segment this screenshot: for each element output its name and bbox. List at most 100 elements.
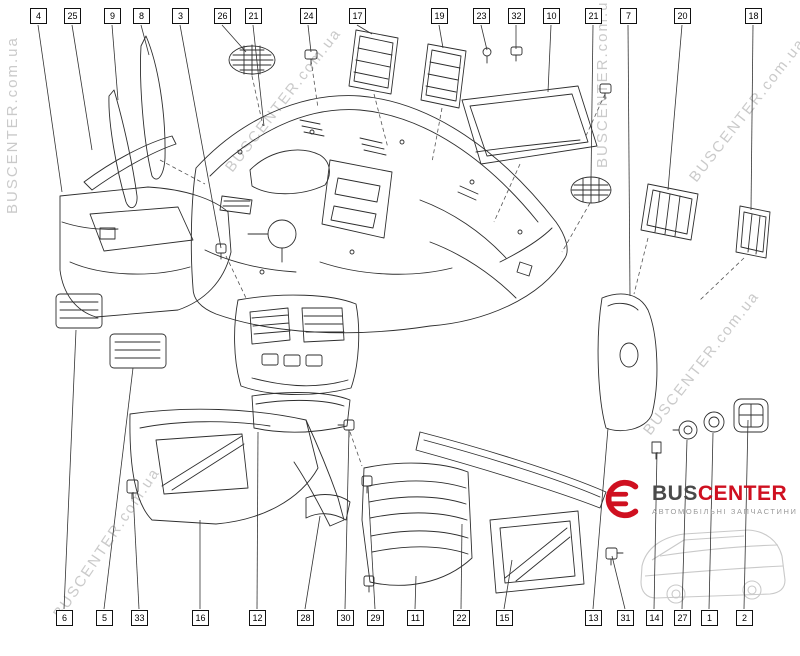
part-clip-14	[651, 441, 662, 460]
callout-28[interactable]: 28	[297, 610, 314, 626]
callout-24[interactable]: 24	[300, 8, 317, 24]
callout-26[interactable]: 26	[214, 8, 231, 24]
callout-4[interactable]: 4	[30, 8, 47, 24]
part-long-trim-22	[415, 431, 607, 509]
leader-line-2	[743, 419, 749, 610]
leader-line-12	[256, 431, 259, 610]
brand-name-prefix: BUS	[652, 481, 698, 505]
part-knob-1	[703, 411, 725, 433]
brand-name: BUSCENTER	[652, 481, 798, 505]
part-center-trim-12	[251, 392, 351, 433]
leader-line-4	[37, 24, 63, 193]
part-bracket	[516, 261, 533, 277]
leader-line-5	[103, 367, 134, 610]
leader-line-27	[681, 439, 688, 610]
callout-5[interactable]: 5	[96, 610, 113, 626]
part-air-vent-17	[348, 29, 399, 95]
leader-line-9	[111, 24, 119, 101]
part-air-vent-19	[420, 43, 467, 109]
callout-1[interactable]: 1	[701, 610, 718, 626]
callout-2[interactable]: 2	[736, 610, 753, 626]
brand-tagline: АВТОМОБІЛЬНІ ЗАПЧАСТИНИ	[652, 506, 798, 516]
leader-line-15	[503, 559, 513, 610]
leader-lines	[37, 24, 754, 610]
part-vent-grille-6	[55, 293, 103, 329]
callout-19[interactable]: 19	[431, 8, 448, 24]
brand-name-suffix: CENTER	[697, 481, 788, 505]
leader-line-25	[71, 24, 93, 151]
part-trim-strip	[83, 135, 177, 191]
part-console-11	[361, 462, 473, 586]
callout-22[interactable]: 22	[453, 610, 470, 626]
leader-line-7	[627, 24, 631, 297]
callout-31[interactable]: 31	[617, 610, 634, 626]
part-top-tray	[461, 85, 598, 165]
leader-line-1	[708, 432, 714, 610]
part-clip-23	[482, 47, 492, 64]
callout-18[interactable]: 18	[745, 8, 762, 24]
callout-8[interactable]: 8	[133, 8, 150, 24]
callout-13[interactable]: 13	[585, 610, 602, 626]
callout-3[interactable]: 3	[172, 8, 189, 24]
callout-6[interactable]: 6	[56, 610, 73, 626]
callout-32[interactable]: 32	[508, 8, 525, 24]
callout-21[interactable]: 21	[585, 8, 602, 24]
part-clip-30	[337, 419, 355, 438]
leader-line-17	[356, 24, 373, 35]
leader-line-33	[132, 491, 140, 610]
leader-line-6	[63, 329, 77, 610]
part-display-15	[489, 510, 585, 594]
leader-line-29	[367, 485, 376, 610]
callout-20[interactable]: 20	[674, 8, 691, 24]
part-clip-29	[361, 475, 373, 494]
callout-30[interactable]: 30	[337, 610, 354, 626]
leader-line-21	[252, 24, 265, 127]
callout-16[interactable]: 16	[192, 610, 209, 626]
callout-17[interactable]: 17	[349, 8, 366, 24]
callout-25[interactable]: 25	[64, 8, 81, 24]
part-a-pillar-trim-inner	[108, 89, 138, 209]
leader-line-24	[307, 24, 312, 53]
callout-21[interactable]: 21	[245, 8, 262, 24]
callout-7[interactable]: 7	[620, 8, 637, 24]
part-center-vent-assembly	[234, 294, 360, 396]
part-speaker-grille-right	[570, 176, 612, 204]
leader-line-11	[414, 575, 417, 610]
leader-line-14	[653, 451, 658, 610]
callout-12[interactable]: 12	[249, 610, 266, 626]
leader-line-22	[460, 523, 463, 610]
callout-27[interactable]: 27	[674, 610, 691, 626]
leader-line-8	[140, 24, 150, 56]
part-clip-tray	[599, 83, 612, 100]
part-driver-panel	[59, 186, 232, 318]
part-dashboard-body	[190, 95, 568, 334]
part-clip-3	[215, 243, 227, 260]
brand-logo: BUSCENTER АВТОМОБІЛЬНІ ЗАПЧАСТИНИ	[598, 476, 798, 522]
callout-9[interactable]: 9	[104, 8, 121, 24]
brand-symbol-icon	[605, 479, 639, 519]
part-a-pillar-trim-outer	[140, 35, 166, 180]
callout-29[interactable]: 29	[367, 610, 384, 626]
part-side-panel	[597, 293, 658, 432]
callout-11[interactable]: 11	[407, 610, 424, 626]
leader-line-13	[592, 427, 609, 610]
callout-23[interactable]: 23	[473, 8, 490, 24]
leader-line-23	[480, 24, 488, 51]
callout-14[interactable]: 14	[646, 610, 663, 626]
callout-33[interactable]: 33	[131, 610, 148, 626]
leader-line-3	[179, 24, 222, 249]
part-socket-27	[672, 420, 698, 440]
leader-line-26	[221, 24, 247, 53]
leader-line-18	[750, 24, 754, 211]
part-clip-31	[605, 547, 624, 566]
leader-line-10	[547, 24, 552, 93]
callout-10[interactable]: 10	[543, 8, 560, 24]
callout-15[interactable]: 15	[496, 610, 513, 626]
part-round-vent-2	[733, 398, 769, 433]
part-trim-28	[305, 494, 351, 521]
leader-line-21	[590, 24, 594, 181]
assembly-lines	[159, 59, 745, 467]
part-side-vent-20	[640, 183, 699, 241]
